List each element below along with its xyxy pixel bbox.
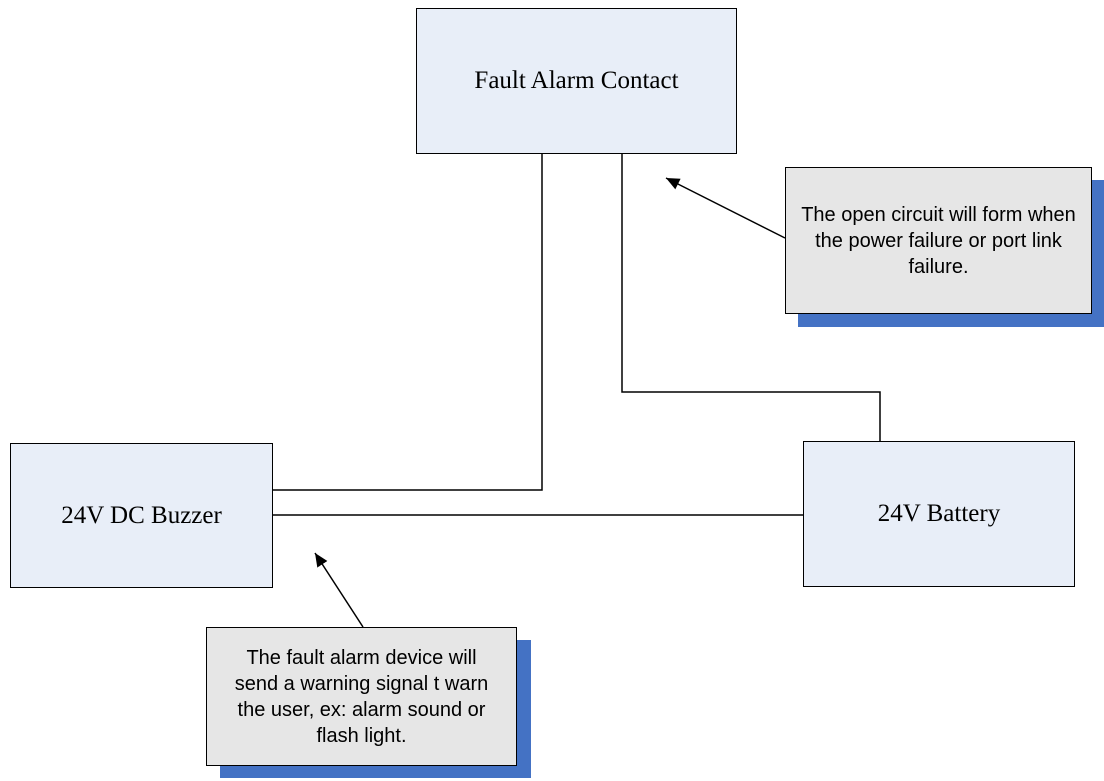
arrow-to-open-circuit <box>665 177 786 239</box>
fault-alarm-contact-block: Fault Alarm Contact <box>416 8 737 154</box>
wire-contact-to-battery <box>621 153 881 441</box>
fault-device-note: The fault alarm device will send a warni… <box>206 627 517 766</box>
wire-contact-to-buzzer <box>272 153 543 491</box>
arrow-to-buzzer <box>314 552 364 628</box>
battery-label: 24V Battery <box>877 500 1001 527</box>
open-circuit-note: The open circuit will form when the powe… <box>785 167 1092 314</box>
buzzer-block: 24V DC Buzzer <box>10 443 273 588</box>
open-circuit-note-text: The open circuit will form when the powe… <box>801 203 1076 278</box>
battery-block: 24V Battery <box>803 441 1075 587</box>
fault-alarm-contact-label: Fault Alarm Contact <box>474 67 679 94</box>
buzzer-label: 24V DC Buzzer <box>61 501 222 529</box>
fault-device-note-text: The fault alarm device will send a warni… <box>234 646 489 747</box>
